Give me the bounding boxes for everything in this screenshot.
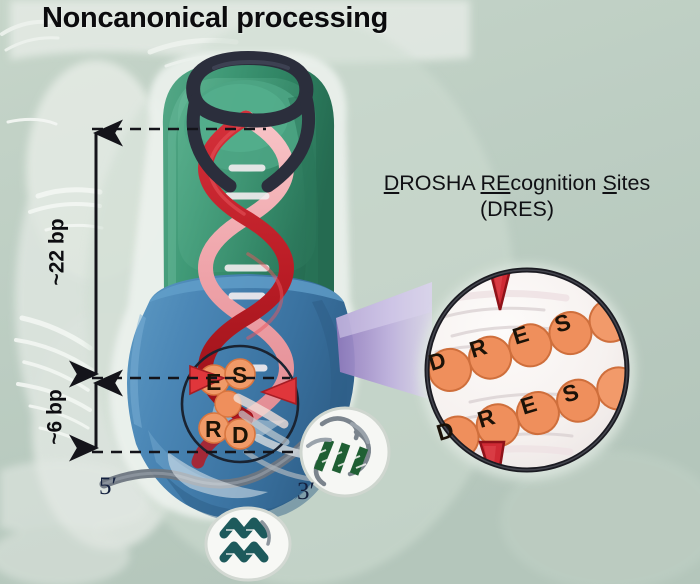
dres-heading-line1: DROSHA REcognition Sites (383, 171, 651, 195)
inset-letter-e1: E (509, 320, 532, 350)
dres-underline-d: D (383, 171, 400, 195)
inset-letter-r1: R (466, 333, 490, 363)
ssrna-5prime-strand (99, 423, 323, 489)
inset-letter-r2: R (474, 403, 498, 433)
inset-letter-s2: S (559, 378, 582, 408)
three-prime-label: 3′ (297, 478, 315, 505)
cleavage-triangle-right (259, 376, 297, 406)
mini-letter-r: R (205, 416, 222, 442)
apical-loop (186, 50, 316, 193)
inset-letter-d2: D (433, 416, 457, 446)
inset-letter-e2: E (517, 390, 540, 420)
dres-heading: DROSHA REcognition Sites (DRES) (333, 170, 700, 222)
beta-sheet-badge-bottom (204, 506, 292, 582)
measure-label-6bp: ~6 bp (43, 389, 67, 445)
magnifier-connector-cone (336, 282, 432, 400)
inset-triangle-bottom (478, 440, 506, 470)
dres-underline-re: RE (480, 171, 511, 195)
mini-letter-s: S (232, 362, 248, 388)
ssrna-3prime-strand (243, 434, 388, 483)
dres-heading-acronym: (DRES) (479, 197, 555, 221)
rna-double-helix (191, 110, 294, 469)
five-prime-label: 5′ (99, 473, 117, 500)
blue-protein-domain (127, 274, 355, 522)
mini-dres-circle (180, 344, 300, 464)
inset-letter-s1: S (551, 308, 574, 338)
dres-row-2 (435, 366, 627, 460)
mini-letter-e: E (206, 369, 222, 395)
dres-underline-s: S (602, 171, 617, 195)
dres-row-1 (427, 287, 627, 392)
measure-label-22bp: ~22 bp (45, 218, 69, 286)
inset-letter-d1: D (425, 346, 449, 376)
inset-triangle-top (486, 270, 514, 311)
green-protein-domain (162, 64, 335, 336)
page-title: Noncanonical processing (42, 2, 389, 34)
mini-letter-d: D (232, 422, 249, 448)
cleavage-triangle-left (189, 364, 227, 396)
